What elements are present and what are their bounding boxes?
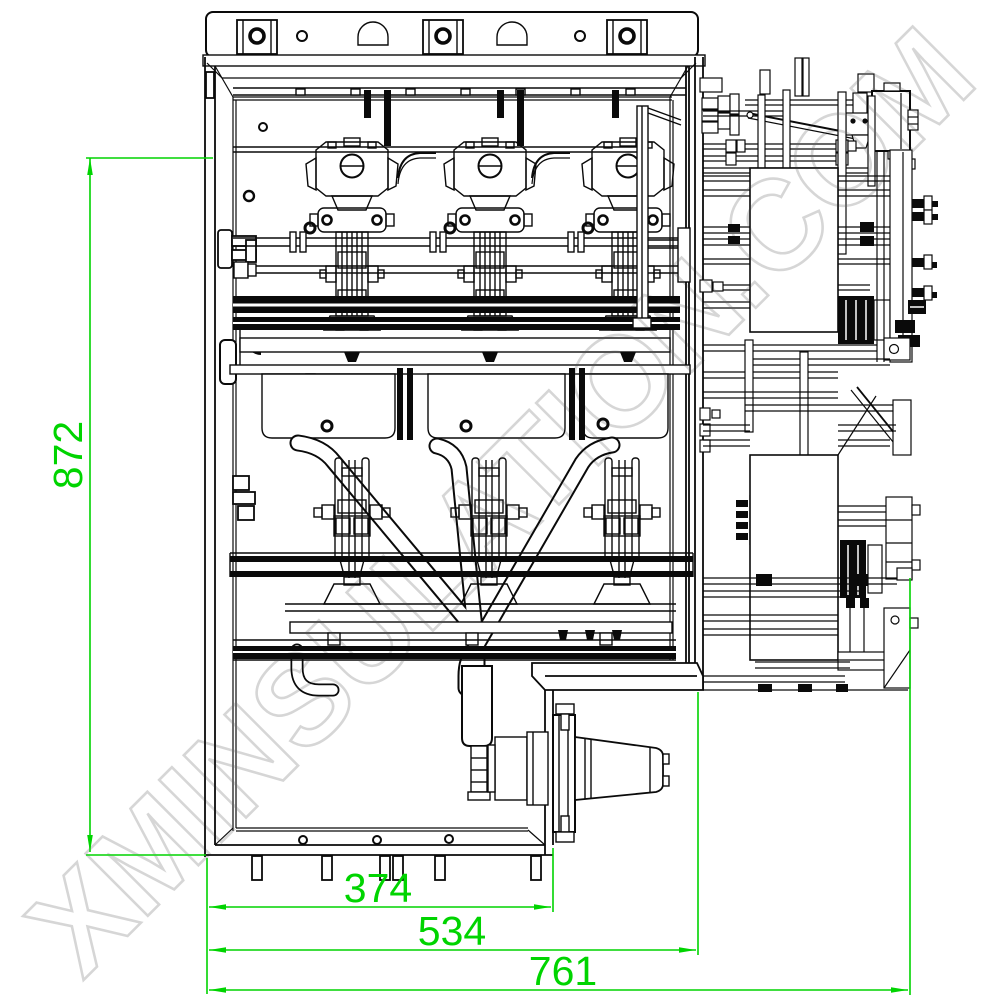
machine-linework [202,11,938,881]
mechanism-box-upper [749,167,839,333]
operating-mechanism [699,57,938,692]
mid-panels [261,368,669,440]
flange-bracket-3 [606,19,648,55]
right-bracket [838,496,921,580]
flange-arch-2 [496,21,528,46]
inner-frame-post [632,105,691,329]
mechanism-box-lower [749,454,839,661]
dim-label-534: 534 [418,908,486,954]
side-bolts-upper [912,195,938,225]
dim-label-761: 761 [529,948,597,994]
dimension-annotations: 872 374 534 761 [45,157,911,995]
bottom-rails [233,603,676,661]
bushing-assembly [487,703,670,843]
dim-label-872: 872 [45,421,91,489]
bus-bands [229,296,691,382]
top-rail [233,87,686,185]
rack-teeth [736,495,751,545]
flange-bracket-2 [422,19,464,55]
cabinet-feet [251,855,542,881]
top-flange [202,11,706,67]
wall-bearing [217,229,257,269]
dim-label-374: 374 [344,865,412,911]
drop-rod [467,745,491,801]
cabinet-shell [204,57,704,881]
lower-bus-bar [229,552,694,577]
side-bolts-lower [908,254,937,314]
hex-bolt-stack [701,93,740,136]
flange-bracket-1 [236,19,278,55]
flange-arch-1 [357,21,389,46]
